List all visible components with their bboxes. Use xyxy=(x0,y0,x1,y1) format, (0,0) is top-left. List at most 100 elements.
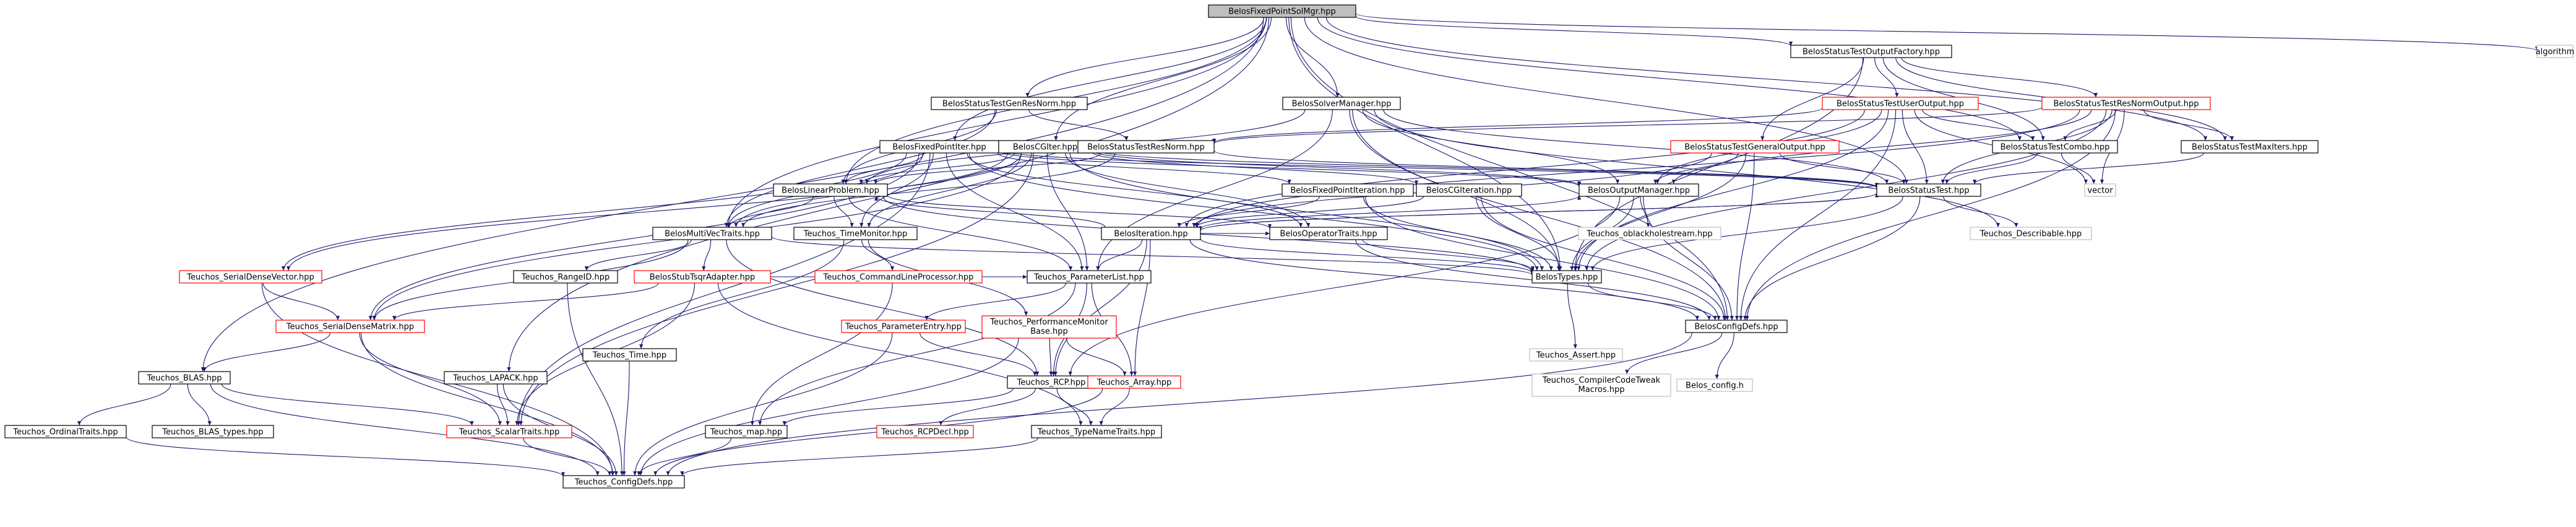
node-oblackhole-box xyxy=(1578,227,1721,240)
node-array-box xyxy=(1087,375,1181,389)
node-generaloutput[interactable]: BelosStatusTestGeneralOutput.hpp xyxy=(1670,140,1840,154)
edge-solvermgr-to-describable xyxy=(1374,109,2000,228)
node-teuchostime[interactable]: Teuchos_Time.hpp xyxy=(582,348,677,362)
node-solvermgr[interactable]: BelosSolverManager.hpp xyxy=(1282,97,1401,110)
edge-teuchostime-to-configdefs2 xyxy=(622,360,630,476)
edge-perfmonitorbase-to-configdefs2 xyxy=(639,338,1019,476)
node-maxiters-box xyxy=(2181,140,2319,154)
node-statustest[interactable]: BelosStatusTest.hpp xyxy=(1876,183,1981,197)
node-multivectraits[interactable]: BelosMultiVecTraits.hpp xyxy=(652,227,772,240)
edge-operatortraits-to-belostypes xyxy=(1362,239,1535,271)
node-outputmgr-box xyxy=(1579,183,1699,197)
node-ordinaltraits[interactable]: Teuchos_OrdinalTraits.hpp xyxy=(4,425,127,438)
node-rangeid-label: Teuchos_RangeID.hpp xyxy=(521,273,610,282)
edge-root-to-blas xyxy=(200,17,1264,372)
node-outfactory[interactable]: BelosStatusTestOutputFactory.hpp xyxy=(1790,45,1952,58)
edge-fixedpointiter-to-belostypes xyxy=(968,152,1539,271)
node-belostypes[interactable]: BelosTypes.hpp xyxy=(1531,270,1602,284)
node-fixedpointiter[interactable]: BelosFixedPointIter.hpp xyxy=(879,140,999,154)
edge-blas-to-configdefs2 xyxy=(210,383,600,476)
node-resnorm-label: BelosStatusTestResNorm.hpp xyxy=(1087,143,1205,152)
node-vector-label: vector xyxy=(2087,186,2113,196)
edge-generaloutput-to-belostypes xyxy=(1574,152,1747,271)
edge-linearproblem-to-operatortraits xyxy=(887,194,1272,229)
node-array[interactable]: Teuchos_Array.hpp xyxy=(1087,375,1181,389)
node-blas[interactable]: Teuchos_BLAS.hpp xyxy=(138,371,231,385)
node-combo[interactable]: BelosStatusTestCombo.hpp xyxy=(1992,140,2118,154)
node-linearproblem[interactable]: BelosLinearProblem.hpp xyxy=(773,183,888,197)
node-rcp[interactable]: Teuchos_RCP.hpp xyxy=(1007,375,1096,389)
node-typenametraits[interactable]: Teuchos_TypeNameTraits.hpp xyxy=(1031,425,1162,438)
node-serialdensematrix-label: Teuchos_SerialDenseMatrix.hpp xyxy=(286,323,414,332)
node-stubtsqr[interactable]: BelosStubTsqrAdapter.hpp xyxy=(634,270,771,284)
node-rcpdecl-label: Teuchos_RCPDecl.hpp xyxy=(881,428,969,437)
node-iteration[interactable]: BelosIteration.hpp xyxy=(1101,227,1201,240)
node-parameterlist[interactable]: Teuchos_ParameterList.hpp xyxy=(1027,270,1152,284)
node-rangeid[interactable]: Teuchos_RangeID.hpp xyxy=(513,270,618,284)
edge-cgiter-to-cgiteration xyxy=(1091,151,1418,185)
edge-solvermgr-to-configdefs xyxy=(1352,109,1728,321)
edge-cmdlineprocessor-to-teuchosmap xyxy=(750,282,893,426)
edge-root-to-multivectraits xyxy=(726,17,1267,228)
edge-cgiter-to-statustest xyxy=(1091,149,1879,188)
node-teuchostime-label: Teuchos_Time.hpp xyxy=(592,351,666,360)
node-useroutput[interactable]: BelosStatusTestUserOutput.hpp xyxy=(1822,97,1979,110)
node-parameterentry[interactable]: Teuchos_ParameterEntry.hpp xyxy=(841,320,966,333)
edge-solvermgr-to-statustest xyxy=(1383,109,1889,185)
node-maxiters[interactable]: BelosStatusTestMaxIters.hpp xyxy=(2181,140,2319,154)
node-cgiter-label: BelosCGIter.hpp xyxy=(1013,143,1077,152)
node-configdefs2[interactable]: Teuchos_ConfigDefs.hpp xyxy=(562,475,685,489)
node-teuchostime-box xyxy=(582,348,677,362)
node-configdefs[interactable]: BelosConfigDefs.hpp xyxy=(1685,320,1788,333)
node-oblackhole-label: Teuchos_oblackholestream.hpp xyxy=(1586,230,1712,239)
edge-blas-to-scalartraits xyxy=(221,383,474,426)
node-rcpdecl-box xyxy=(876,425,974,438)
node-resnormoutput[interactable]: BelosStatusTestResNormOutput.hpp xyxy=(2041,97,2211,110)
node-cmdlineprocessor-box xyxy=(814,270,983,284)
node-teuchosmap-box xyxy=(705,425,788,438)
node-serialdensematrix-box xyxy=(275,320,425,333)
edge-resnormoutput-to-combo xyxy=(2063,109,2117,141)
node-stubtsqr-label: BelosStubTsqrAdapter.hpp xyxy=(650,273,756,282)
node-rcpdecl[interactable]: Teuchos_RCPDecl.hpp xyxy=(876,425,974,438)
node-typenametraits-label: Teuchos_TypeNameTraits.hpp xyxy=(1037,428,1156,437)
edge-fixedpointiter-to-outputmgr xyxy=(998,150,1581,187)
edge-useroutput-to-statustest xyxy=(1902,109,1929,185)
edge-configdefs-to-compilercodetweak xyxy=(1625,332,1723,375)
node-cgiter[interactable]: BelosCGIter.hpp xyxy=(998,140,1092,154)
edge-fixedpointiter-to-linearproblem xyxy=(844,152,924,185)
node-operatortraits-box xyxy=(1269,227,1388,240)
node-generaloutput-label: BelosStatusTestGeneralOutput.hpp xyxy=(1684,143,1825,152)
edge-ordinaltraits-to-configdefs2 xyxy=(126,437,565,477)
node-configdefs-box xyxy=(1685,320,1788,333)
edge-rcp-to-teuchosmap xyxy=(782,388,1014,426)
node-cmdlineprocessor[interactable]: Teuchos_CommandLineProcessor.hpp xyxy=(814,270,983,284)
node-teuchosmap[interactable]: Teuchos_map.hpp xyxy=(705,425,788,438)
node-maxiters-label: BelosStatusTestMaxIters.hpp xyxy=(2192,143,2307,152)
node-root[interactable]: BelosFixedPointSolMgr.hpp xyxy=(1208,4,1356,18)
node-scalartraits[interactable]: Teuchos_ScalarTraits.hpp xyxy=(446,425,572,438)
node-cgiteration[interactable]: BelosCGIteration.hpp xyxy=(1416,183,1522,197)
node-timemonitor[interactable]: Teuchos_TimeMonitor.hpp xyxy=(793,227,918,240)
node-lapack[interactable]: Teuchos_LAPACK.hpp xyxy=(444,371,548,385)
node-iteration-box xyxy=(1101,227,1201,240)
node-outfactory-box xyxy=(1790,45,1952,58)
node-fixedpointiteration[interactable]: BelosFixedPointIteration.hpp xyxy=(1282,183,1414,197)
node-resnorm[interactable]: BelosStatusTestResNorm.hpp xyxy=(1077,140,1215,154)
node-blastypes[interactable]: Teuchos_BLAS_types.hpp xyxy=(152,425,274,438)
edge-configdefs-to-belosconfigh xyxy=(1715,332,1734,380)
node-operatortraits[interactable]: BelosOperatorTraits.hpp xyxy=(1269,227,1388,240)
edge-fixedpointiter-to-serialdensevector xyxy=(281,152,907,271)
node-lapack-box xyxy=(444,371,548,385)
node-genresnorm[interactable]: BelosStatusTestGenResNorm.hpp xyxy=(931,97,1088,110)
node-describable-box xyxy=(1970,227,2092,240)
node-cgiteration-box xyxy=(1416,183,1522,197)
node-serialdensematrix[interactable]: Teuchos_SerialDenseMatrix.hpp xyxy=(275,320,425,333)
node-algorithm-label: algorithm xyxy=(2536,48,2575,57)
node-serialdensevector[interactable]: Teuchos_SerialDenseVector.hpp xyxy=(179,270,322,284)
node-outputmgr[interactable]: BelosOutputManager.hpp xyxy=(1579,183,1699,197)
node-blas-label: Teuchos_BLAS.hpp xyxy=(146,374,222,383)
